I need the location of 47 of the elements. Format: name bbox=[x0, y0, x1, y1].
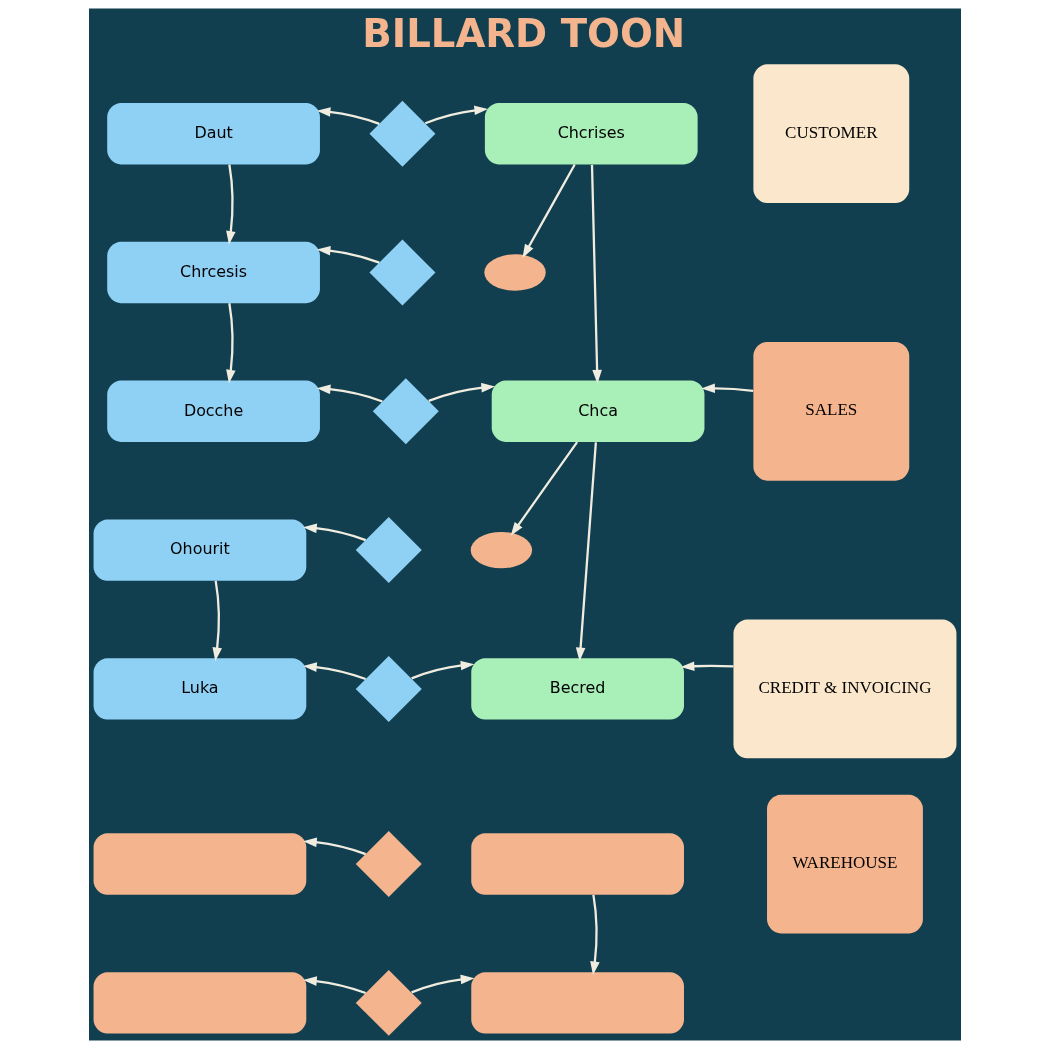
node-box: Daut bbox=[106, 103, 320, 165]
arrow bbox=[316, 107, 380, 125]
node-box: CREDIT & INVOICING bbox=[732, 619, 956, 759]
node-box bbox=[93, 833, 306, 895]
node-box bbox=[470, 972, 684, 1034]
node-box: Ohourit bbox=[93, 519, 306, 581]
node-ellipse bbox=[483, 254, 546, 291]
node-box: Chca bbox=[491, 380, 704, 442]
arrow bbox=[410, 974, 474, 994]
arrow bbox=[427, 382, 495, 402]
node-box: Becred bbox=[470, 658, 684, 720]
node-box: Docche bbox=[106, 380, 320, 442]
arrow bbox=[590, 164, 602, 384]
diagram-title: BILLARD TOON bbox=[361, 11, 685, 57]
node-box: Luka bbox=[93, 658, 306, 720]
node-ellipse bbox=[470, 531, 532, 569]
node-diamond bbox=[355, 517, 422, 584]
node-box: Chcrises bbox=[484, 103, 698, 165]
node-diamond bbox=[355, 831, 422, 898]
arrow bbox=[302, 837, 366, 856]
node-box: SALES bbox=[752, 341, 909, 481]
node-box bbox=[93, 972, 306, 1034]
arrow bbox=[302, 662, 366, 681]
arrow bbox=[316, 245, 380, 264]
arrow bbox=[680, 661, 733, 671]
arrow bbox=[225, 303, 236, 384]
node-diamond bbox=[372, 378, 439, 445]
node-diamond bbox=[355, 655, 422, 722]
arrow bbox=[302, 976, 366, 995]
arrow bbox=[410, 660, 474, 680]
arrow bbox=[316, 384, 383, 403]
arrow bbox=[302, 523, 366, 542]
node-box: WAREHOUSE bbox=[766, 794, 923, 934]
node-diamond bbox=[355, 969, 422, 1036]
arrow bbox=[424, 105, 488, 125]
node-box bbox=[470, 833, 684, 895]
arrow bbox=[510, 441, 578, 536]
node-box: Chrcesis bbox=[106, 241, 320, 304]
arrow bbox=[700, 383, 753, 394]
node-diamond bbox=[368, 100, 435, 167]
node-diamond bbox=[368, 239, 435, 306]
arrow bbox=[212, 580, 222, 662]
arrow bbox=[225, 164, 236, 245]
arrow bbox=[589, 894, 600, 976]
arrow bbox=[575, 442, 597, 662]
arrow bbox=[521, 163, 576, 259]
node-box: CUSTOMER bbox=[752, 64, 909, 204]
